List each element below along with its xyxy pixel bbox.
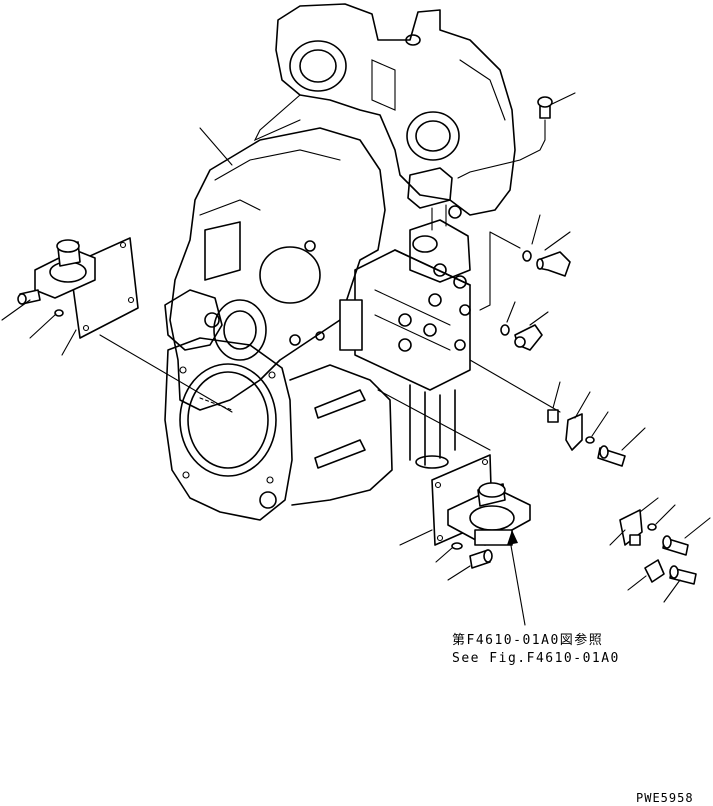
- clamp-bolt-lower: [609, 497, 711, 603]
- transmission-housing: [164, 3, 516, 521]
- housing-leader-line: [199, 127, 233, 166]
- control-valve: [339, 167, 471, 469]
- reference-note-en: See Fig.F4610-01A0: [452, 651, 620, 666]
- reference-note-jp: 第F4610-01A0図参照: [452, 633, 604, 648]
- drawing-code: PWE5958: [636, 791, 694, 805]
- reference-arrow: [507, 530, 526, 626]
- elbow-fitting-upper: [479, 214, 571, 311]
- clamp-bolt-upper: [547, 381, 646, 467]
- left-mount-bracket: [1, 237, 233, 413]
- elbow-fitting-lower: [469, 301, 561, 413]
- right-mount-bracket: [377, 389, 531, 581]
- sensor-switch: [457, 92, 576, 179]
